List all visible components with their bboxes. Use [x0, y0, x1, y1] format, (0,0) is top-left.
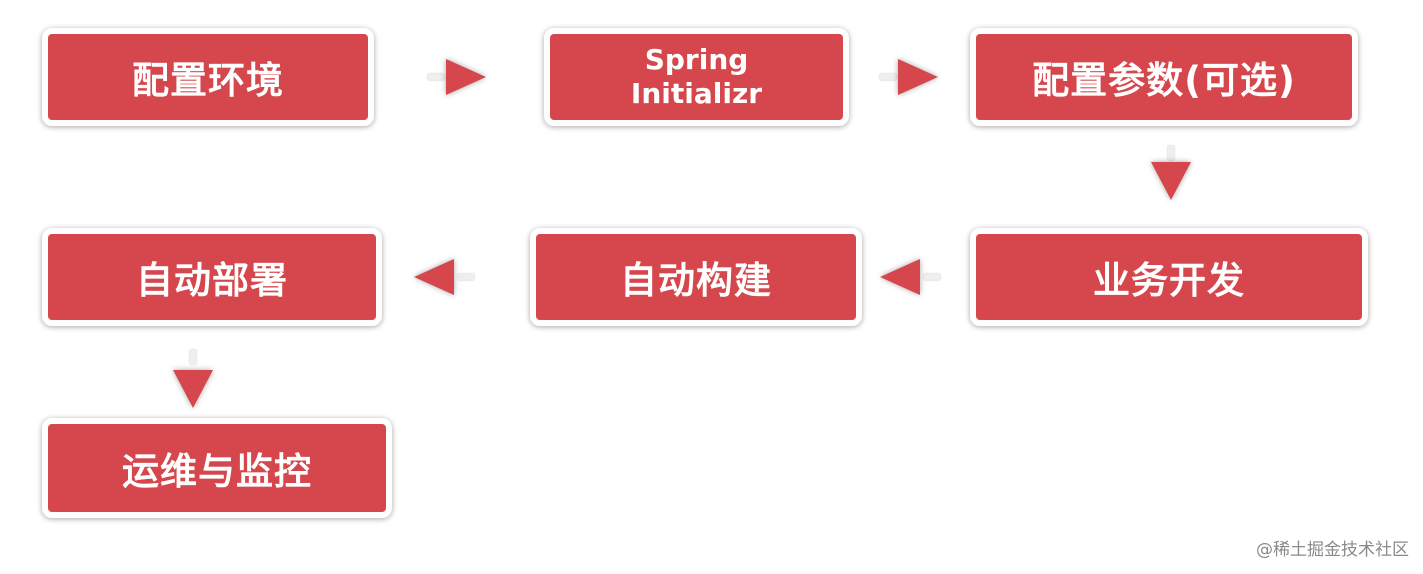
- arrow-left-5-6: [414, 259, 454, 295]
- arrow-tail-2-3: [880, 74, 896, 80]
- arrow-right-1-2: [446, 59, 486, 95]
- watermark-text: @稀土掘金技术社区: [1256, 540, 1409, 560]
- step-configure-parameters: 配置参数(可选): [970, 28, 1358, 126]
- arrow-down-6-7: [173, 370, 213, 408]
- arrow-tail-1-2: [428, 74, 444, 80]
- arrow-right-2-3: [898, 59, 938, 95]
- step-spring-initializr-line1: Spring: [644, 43, 749, 76]
- step-ops-monitoring: 运维与监控: [42, 418, 392, 518]
- arrow-tail-4-5: [924, 274, 940, 280]
- step-auto-deploy: 自动部署: [42, 228, 382, 326]
- arrow-down-3-4: [1151, 162, 1191, 200]
- arrow-left-4-5: [880, 259, 920, 295]
- step-spring-initializr: Spring Initializr: [544, 28, 849, 126]
- arrow-tail-6-7: [190, 350, 196, 364]
- arrow-tail-5-6: [458, 274, 474, 280]
- step-configure-environment: 配置环境: [42, 28, 374, 126]
- step-business-development: 业务开发: [970, 228, 1368, 326]
- step-auto-build: 自动构建: [530, 228, 862, 326]
- arrow-tail-3-4: [1168, 146, 1174, 160]
- step-spring-initializr-line2: Initializr: [630, 77, 763, 110]
